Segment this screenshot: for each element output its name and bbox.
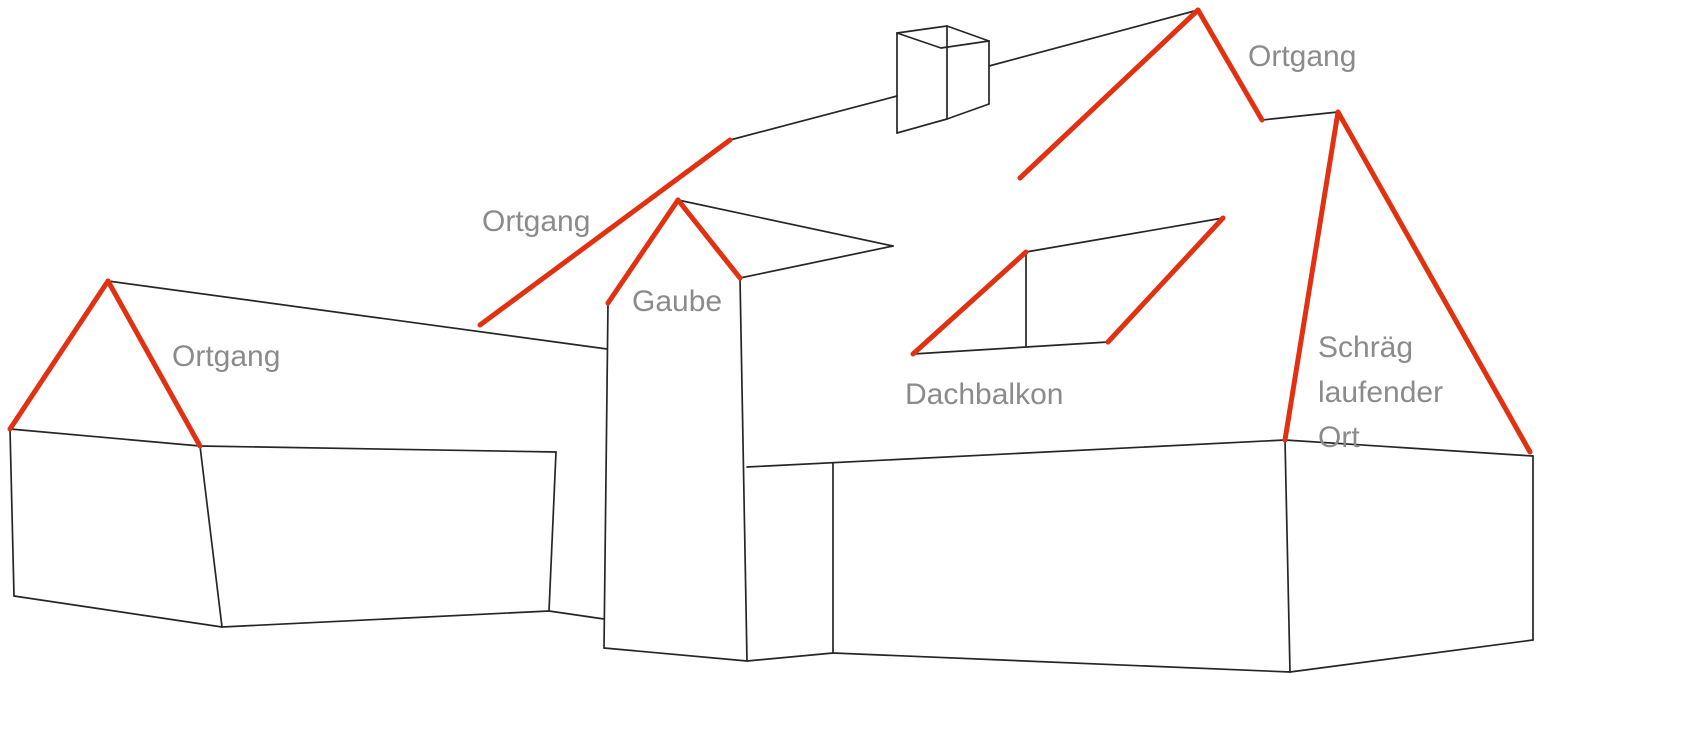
highlight-segment [1335,109,1533,455]
outline-segment [9,428,15,597]
outline-segment [1025,217,1224,253]
outline-segment [739,245,894,279]
outline-segment [603,302,609,649]
label-gaube: Gaube [632,285,722,318]
outline-segment [729,95,898,141]
highlight-segment [1105,215,1226,345]
outline-segment [746,652,834,662]
highlight-segment [477,137,733,328]
outline-segment [896,32,942,49]
outline-segment [1289,639,1534,673]
label-ortgang-top-right-gable: Ortgang [1248,40,1356,73]
outline-segment [946,25,990,42]
outline-segment [940,40,990,49]
highlight-segment [605,197,681,306]
outline-segment [946,103,990,120]
outline-segment [832,652,1291,673]
outline-segment [746,439,1286,468]
outline-segment [1284,439,1291,673]
labels: OrtgangOrtgangOrtgangGaubeDachbalkonSchr… [172,40,1443,454]
label-dachbalkon: Dachbalkon [905,378,1063,411]
outline-segment [912,341,1109,355]
outline-segment [221,610,550,628]
outline-lines [9,9,1534,673]
outline-segment [603,647,748,662]
outline-segment [548,451,557,612]
highlight-segment [7,278,111,432]
highlight-segment [910,249,1029,357]
label-schraeg-laufender-ort-line1: Schräg [1318,331,1413,364]
outline-segment [988,9,1199,67]
outline-segment [896,25,948,34]
outline-segment [1261,111,1339,121]
outline-segment [107,280,608,350]
highlight-segment [1017,7,1201,181]
highlight-segment [675,197,743,281]
outline-segment [677,199,894,247]
outline-segment [9,428,201,447]
outline-segment [13,595,223,628]
highlight-segment [1282,109,1341,443]
highlight-segment [1195,7,1265,123]
highlight-lines [7,7,1533,455]
label-ortgang-main-roof-edge: Ortgang [482,205,590,238]
outline-segment [1284,439,1534,457]
outline-segment [739,277,748,662]
label-schraeg-laufender-ort-line2: laufender [1318,376,1443,409]
outline-segment [548,610,605,620]
outline-segment [896,118,948,134]
label-schraeg-laufender-ort-line3: Ort [1318,421,1360,454]
label-ortgang-left-house: Ortgang [172,340,280,373]
outline-segment [199,445,223,628]
outline-segment [199,445,557,453]
highlight-segment [105,278,203,449]
